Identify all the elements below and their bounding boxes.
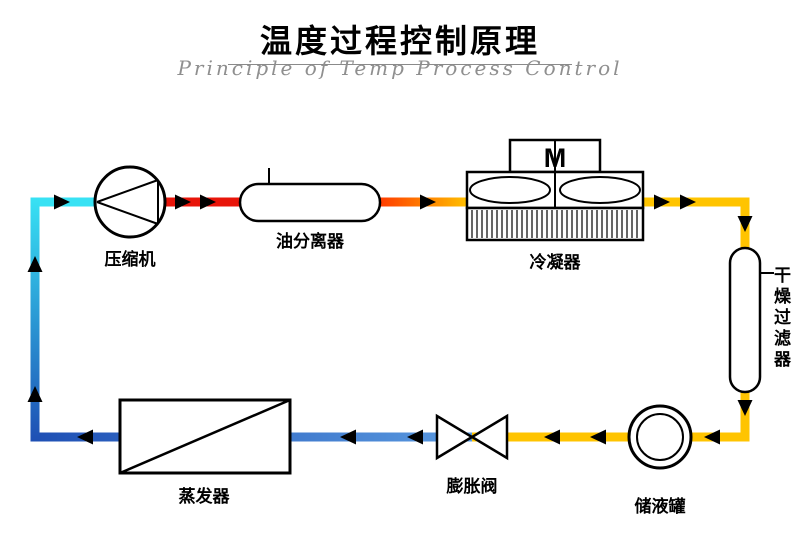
arrow-left-icon: [544, 429, 560, 445]
arrow-down-icon: [737, 216, 753, 232]
expansion-valve-label: 膨胀阀: [446, 477, 498, 496]
arrow-right-icon: [680, 194, 696, 210]
arrow-down-icon: [737, 400, 753, 416]
arrow-up-icon: [27, 256, 43, 272]
pipe-suction-top: [31, 197, 132, 207]
page-title: 温度过程控制原理: [259, 23, 540, 59]
fan-blade-icon: [469, 176, 551, 204]
pipe-liquid-bottom: [472, 432, 750, 442]
arrow-right-icon: [420, 194, 436, 210]
flow-arrows: [27, 194, 753, 445]
oil-separator-label: 油分离器: [276, 232, 344, 251]
condenser-fins: [471, 210, 638, 238]
arrow-right-icon: [54, 194, 70, 210]
evaporator-label: 蒸发器: [178, 487, 230, 506]
receiver-symbol: [627, 404, 693, 470]
arrow-right-icon: [175, 194, 191, 210]
arrow-right-icon: [654, 194, 670, 210]
oil-separator-symbol: [238, 168, 382, 223]
pipe-suction-left: [30, 197, 40, 442]
evaporator-symbol: [118, 398, 292, 475]
condenser-symbol: [465, 138, 645, 242]
expansion-valve-symbol: [435, 413, 509, 461]
dry-filter-label: 干燥过滤器: [771, 266, 790, 371]
arrow-up-icon: [27, 386, 43, 402]
arrow-left-icon: [590, 429, 606, 445]
dry-filter-symbol: [728, 246, 774, 394]
arrow-left-icon: [407, 429, 423, 445]
condenser-coil: [465, 206, 645, 242]
receiver-label: 储液罐: [634, 497, 686, 516]
condenser-label: 冷凝器: [529, 253, 581, 272]
arrow-left-icon: [340, 429, 356, 445]
fan-blade-icon: [559, 176, 641, 204]
arrow-right-icon: [200, 194, 216, 210]
page-subtitle: Principle of Temp Process Control: [177, 56, 623, 80]
compressor-symbol: [93, 165, 167, 239]
condenser-motor-label: M: [544, 143, 567, 173]
arrow-left-icon: [77, 429, 93, 445]
subtitle-divider: [228, 64, 572, 65]
compressor-label: 压缩机: [104, 250, 156, 269]
arrow-left-icon: [704, 429, 720, 445]
